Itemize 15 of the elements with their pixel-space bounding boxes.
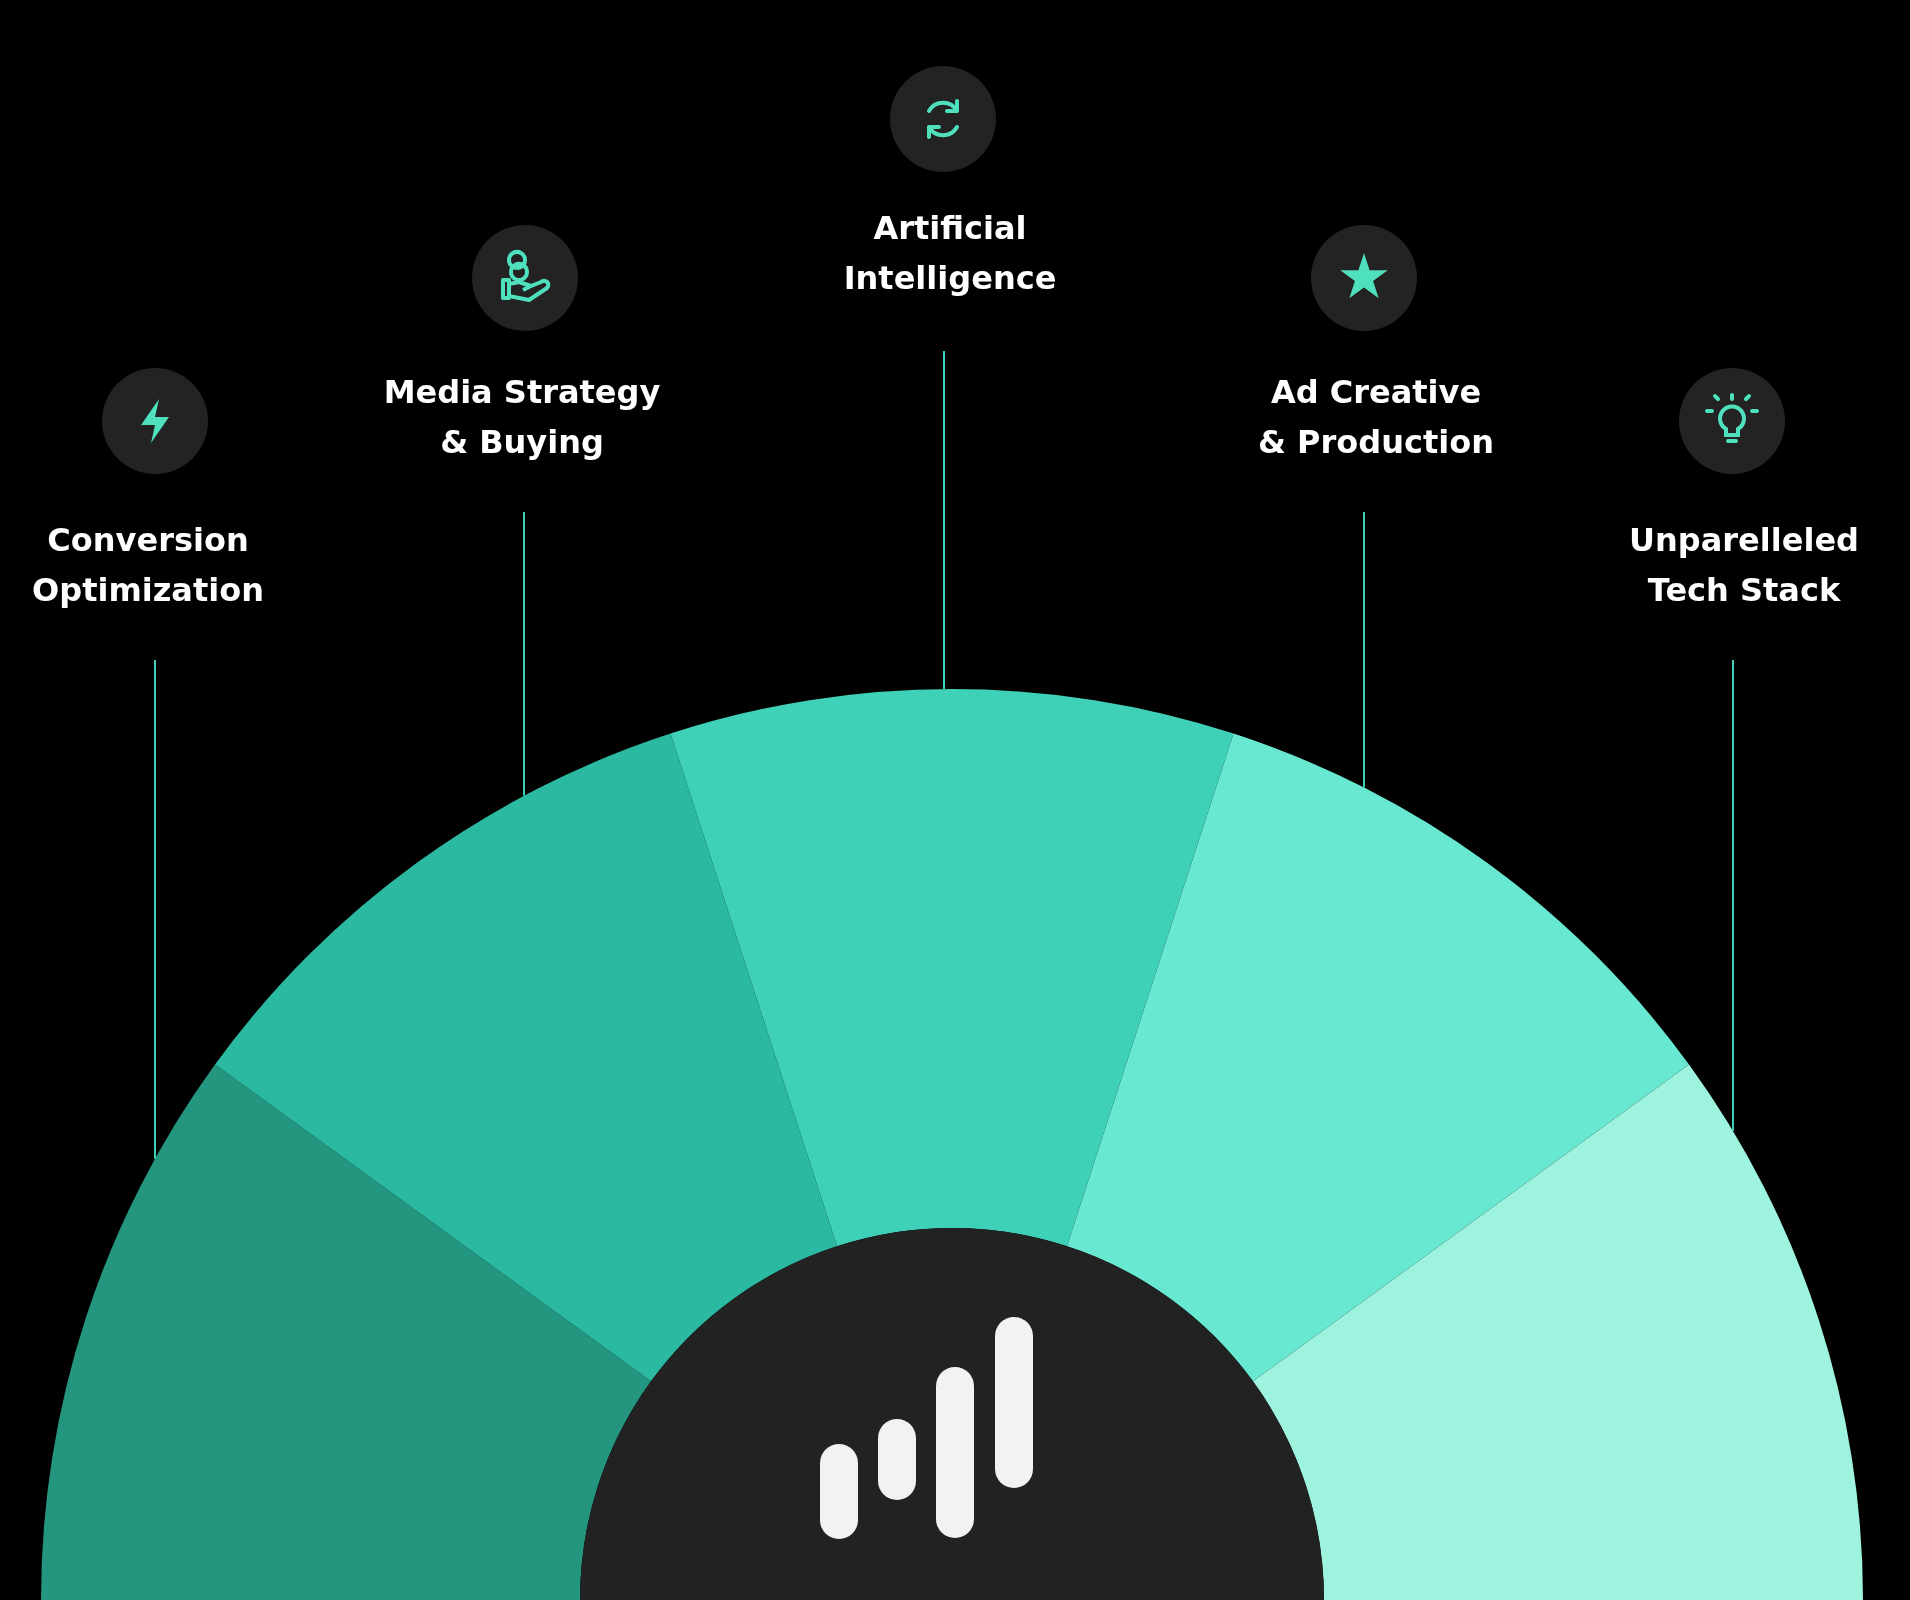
wheel-segment: [1252, 1064, 1863, 1600]
category-label: Artificial Intelligence: [842, 208, 1058, 299]
leader-line: [1732, 659, 1734, 1132]
wheel-segment: [41, 1064, 652, 1600]
leader-line: [943, 350, 945, 691]
category-label: Unparelleled Tech Stack: [1628, 520, 1860, 611]
wheel-segment: [1066, 733, 1689, 1382]
leader-line: [154, 659, 156, 1160]
wheel-segment: [670, 690, 1234, 1247]
category-label: Conversion Optimization: [31, 520, 265, 611]
wheel-segment: [215, 733, 838, 1382]
category-label: Media Strategy & Buying: [382, 372, 662, 463]
leader-line: [523, 511, 525, 797]
category-label: Ad Creative & Production: [1257, 372, 1495, 463]
leader-line: [1363, 511, 1365, 789]
